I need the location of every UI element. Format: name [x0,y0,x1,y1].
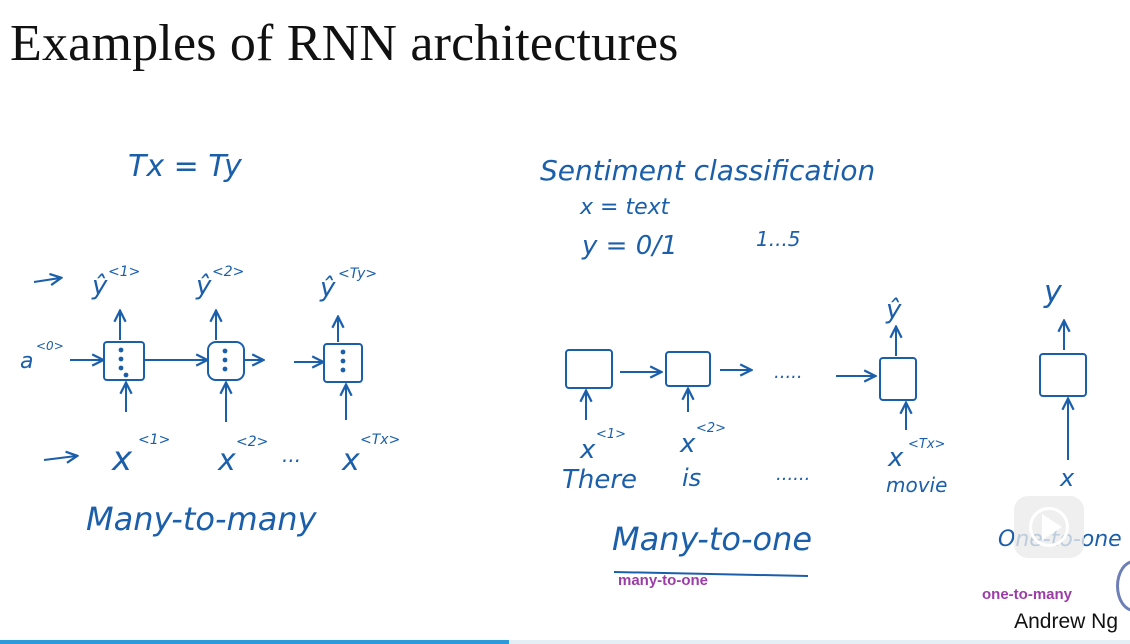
many-to-one-diagram [565,328,917,577]
input-row-arrow [43,456,76,460]
tx-equals-ty-note: Tx = Ty [128,149,243,184]
output-y-1: ŷ [91,271,108,301]
input-x-2: x [217,443,236,478]
a0-superscript: <0> [36,339,64,353]
subtitle-many-to-one: many-to-one [618,572,708,589]
m2o-input-x-1: x [579,435,596,465]
x-text-note: x = text [579,195,671,220]
y-values-note: y = 0/1 [581,231,678,261]
output-y-2-superscript: <2> [212,264,244,280]
play-button[interactable] [1014,496,1084,558]
author-credit: Andrew Ng [1014,610,1118,633]
output-y-3: ŷ [319,273,336,303]
o2o-input-x: x [1059,464,1075,492]
input-x-1-superscript: <1> [138,432,170,448]
many-to-one-label: Many-to-one [612,520,812,558]
word-is: is [682,464,701,492]
input-x-1: x [111,439,133,479]
subtitle-one-to-many: one-to-many [982,586,1072,603]
one-to-one-diagram [1039,322,1087,460]
input-x-3-superscript: <Tx> [360,432,400,448]
input-x-2-superscript: <2> [236,434,268,450]
m2o-input-x-3: x [887,443,904,473]
word-ellipsis: ...... [776,464,810,485]
video-progress-bar[interactable] [0,640,1130,644]
o2o-output-y: y [1043,275,1063,310]
m2o-cell-3 [879,357,917,401]
output-row-arrow [33,278,60,282]
output-y-3-superscript: <Ty> [338,266,377,282]
y-range-note: 1...5 [756,227,801,251]
m2o-input-x-1-superscript: <1> [596,427,626,442]
m2o-cell-1 [565,349,613,389]
video-progress-fill [0,640,509,644]
play-ring-icon [1029,507,1069,547]
m2o-cell-2 [665,351,711,387]
many-to-many-label: Many-to-many [86,500,318,538]
input-ellipsis: ... [282,443,301,467]
m2o-input-x-2-superscript: <2> [696,421,726,436]
many-to-many-diagram [33,278,363,460]
m2o-output-y: ŷ [885,295,902,325]
sentiment-heading: Sentiment classification [540,154,875,187]
m2o-input-x-3-superscript: <Tx> [908,437,945,452]
m2o-input-x-2: x [679,429,696,459]
o2o-cell [1039,353,1087,397]
many-to-many-inputs: x <1> x <2> ... x <Tx> a <0> [20,339,400,479]
m2o-arrow-ellipsis: ..... [774,362,803,383]
word-there: There [562,465,637,495]
cell-units [118,347,346,378]
output-y-2: ŷ [195,271,212,301]
input-x-3: x [341,443,360,478]
many-to-one-labels: ..... ŷ x <1> x <2> x <Tx> There is ....… [562,295,947,497]
word-movie: movie [886,473,947,497]
m2o-underline [613,571,809,577]
output-y-1-superscript: <1> [108,264,140,280]
slide-title: Examples of RNN architectures [10,15,679,72]
many-to-many-outputs: ŷ <1> ŷ <2> ŷ <Ty> [91,264,377,303]
a0-label: a [20,349,33,374]
